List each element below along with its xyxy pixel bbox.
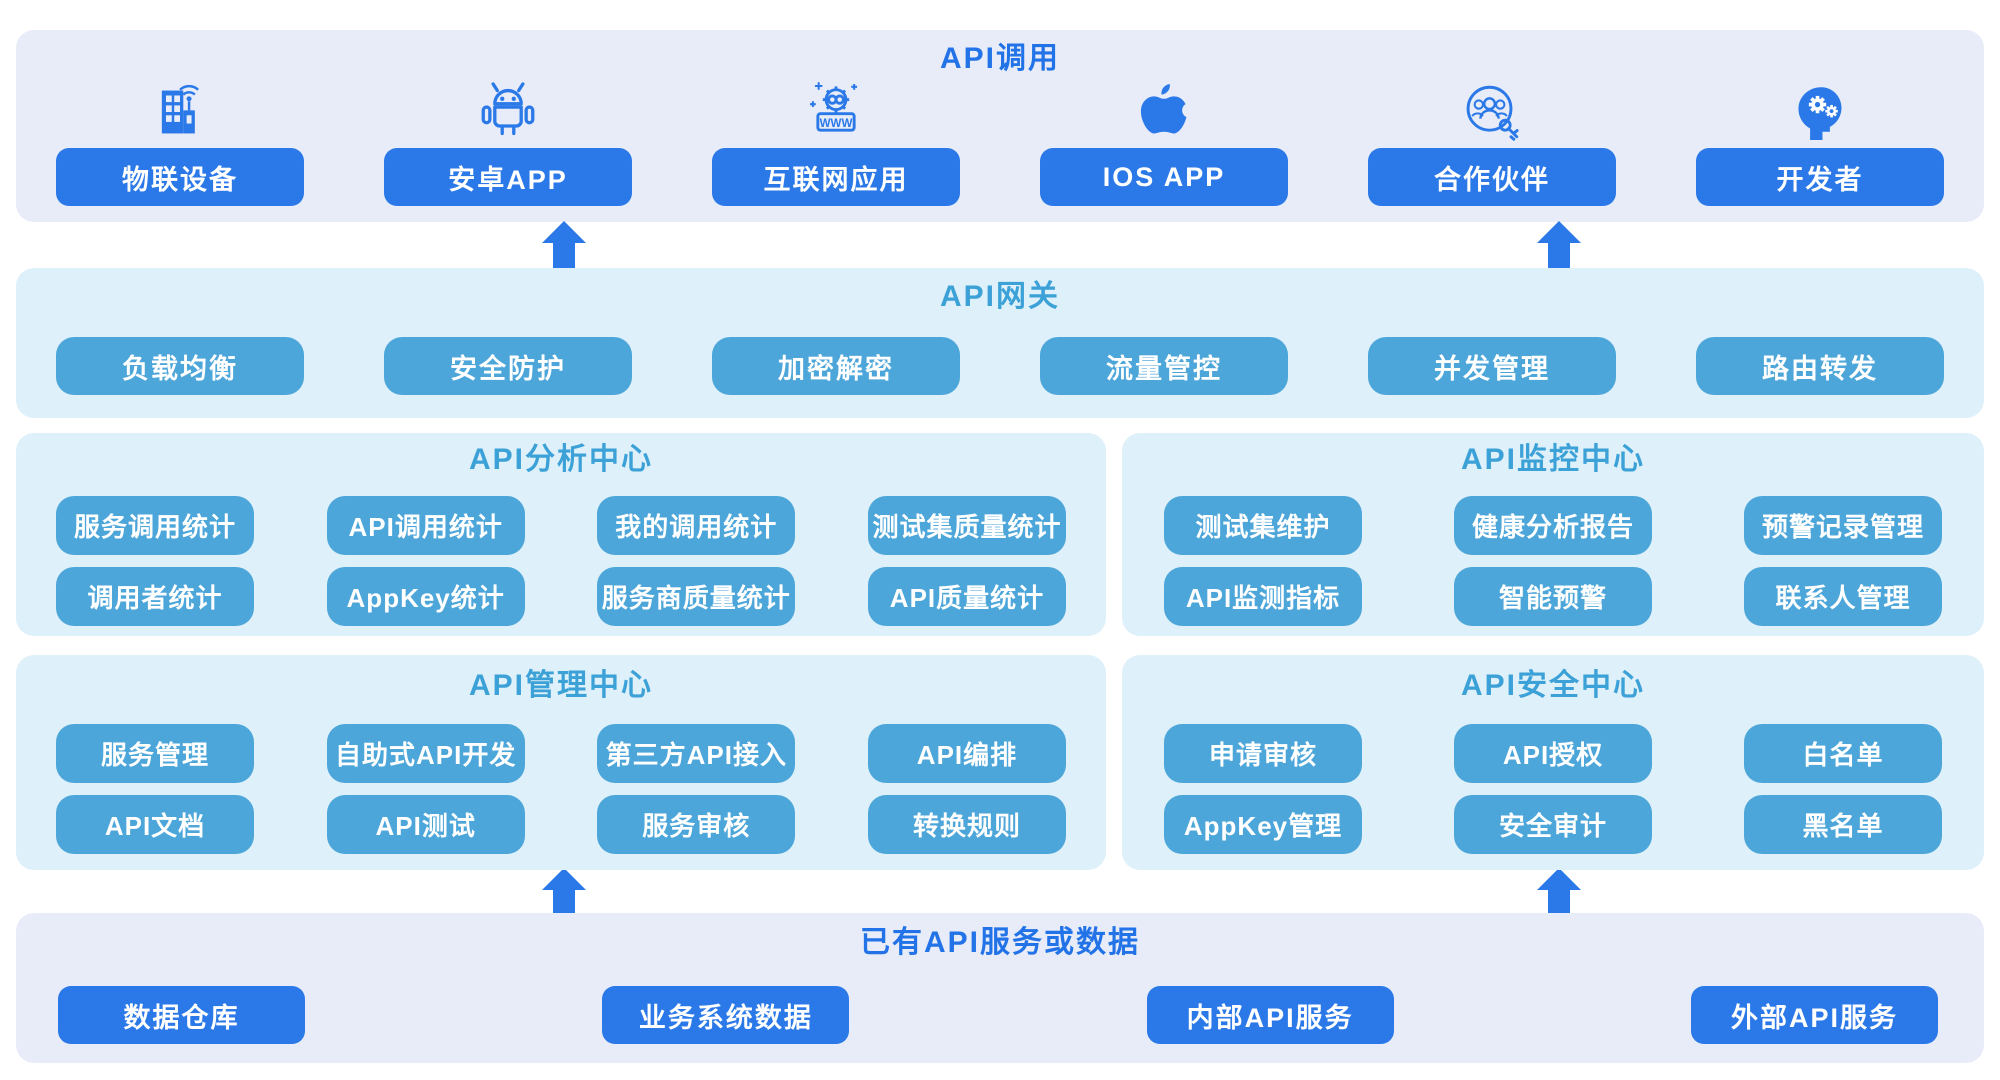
node-web-app: 互联网应用 [712,148,960,206]
section-api-management-title: API管理中心 [468,669,653,702]
security-row-2: AppKey管理 安全审计 黑名单 [1122,795,1984,854]
up-arrow [1537,221,1581,268]
analysis-row-2: 调用者统计 AppKey统计 服务商质量统计 API质量统计 [16,567,1106,626]
section-api-management-center: API管理中心 服务管理 自助式API开发 第三方API接入 API编排 API… [16,655,1106,870]
section-api-analysis-center: API分析中心 服务调用统计 API调用统计 我的调用统计 测试集质量统计 调用… [16,433,1106,636]
node-iot-devices: 物联设备 [56,148,304,206]
caller-column-android: 安卓APP [344,75,672,206]
node-api-docs: API文档 [56,795,254,854]
monitoring-row-1: 测试集维护 健康分析报告 预警记录管理 [1122,496,1984,555]
node-service-review: 服务审核 [597,795,796,854]
node-appkey-stats: AppKey统计 [326,567,525,626]
up-arrow [1537,868,1581,915]
node-route-forwarding: 路由转发 [1696,337,1944,395]
android-icon [475,77,541,145]
up-arrow-stem [553,243,575,268]
node-business-system-data: 业务系统数据 [602,986,850,1044]
web-app-icon: WWW [803,77,869,145]
node-internal-api-services: 内部API服务 [1146,986,1394,1044]
node-partners: 合作伙伴 [1368,148,1616,206]
section-api-security-title: API安全中心 [1460,669,1645,702]
node-data-warehouse: 数据仓库 [58,986,305,1044]
security-row-1: 申请审核 API授权 白名单 [1122,724,1984,783]
node-api-quality-stats: API质量统计 [867,567,1066,626]
up-arrow-head [1537,221,1581,243]
node-api-testing: API测试 [326,795,525,854]
node-transform-rules: 转换规则 [867,795,1066,854]
section-api-call-title: API调用 [939,42,1060,75]
node-android-app: 安卓APP [384,148,632,206]
apple-icon [1131,77,1197,145]
node-security-audit: 安全审计 [1454,795,1652,854]
node-api-monitor-metrics: API监测指标 [1164,567,1362,626]
node-service-management: 服务管理 [56,724,254,783]
section-api-security-center: API安全中心 申请审核 API授权 白名单 AppKey管理 安全审计 黑名单 [1122,655,1984,870]
section-api-monitoring-title: API监控中心 [1460,443,1645,476]
node-application-review: 申请审核 [1164,724,1362,783]
node-testset-quality-stats: 测试集质量统计 [867,496,1066,555]
up-arrow-head [1537,868,1581,890]
node-alert-record-management: 预警记录管理 [1744,496,1942,555]
section-api-analysis-title: API分析中心 [468,443,653,476]
node-my-call-stats: 我的调用统计 [597,496,796,555]
management-row-1: 服务管理 自助式API开发 第三方API接入 API编排 [16,724,1106,783]
node-appkey-management: AppKey管理 [1164,795,1362,854]
caller-column-partners: 合作伙伴 [1328,75,1656,206]
section-api-call: API调用 物联设 [16,30,1984,222]
up-arrow-stem [553,890,575,915]
analysis-row-1: 服务调用统计 API调用统计 我的调用统计 测试集质量统计 [16,496,1106,555]
caller-column-iot: 物联设备 [16,75,344,206]
node-developer: 开发者 [1696,148,1944,206]
node-external-api-services: 外部API服务 [1690,986,1938,1044]
section-api-gateway: API网关 负载均衡 安全防护 加密解密 流量管控 并发管理 路由转发 [16,268,1984,418]
up-arrow [542,221,586,268]
svg-text:WWW: WWW [820,118,853,130]
node-api-authorization: API授权 [1454,724,1652,783]
node-service-call-stats: 服务调用统计 [56,496,254,555]
node-ios-app: IOS APP [1040,148,1288,206]
up-arrow-stem [1548,890,1570,915]
node-self-service-api-dev: 自助式API开发 [326,724,525,783]
node-blacklist: 黑名单 [1744,795,1942,854]
node-whitelist: 白名单 [1744,724,1942,783]
caller-column-ios: IOS APP [1000,75,1328,206]
monitoring-row-2: API监测指标 智能预警 联系人管理 [1122,567,1984,626]
node-testset-maintenance: 测试集维护 [1164,496,1362,555]
existing-grid: 数据仓库 业务系统数据 内部API服务 外部API服务 [16,986,1984,1044]
section-api-gateway-title: API网关 [939,280,1060,313]
node-api-orchestration: API编排 [867,724,1066,783]
section-existing-api-services: 已有API服务或数据 数据仓库 业务系统数据 内部API服务 外部API服务 [16,913,1984,1063]
up-arrow-stem [1548,243,1570,268]
node-caller-stats: 调用者统计 [56,567,254,626]
up-arrow [542,868,586,915]
node-provider-quality-stats: 服务商质量统计 [597,567,796,626]
gateway-grid: 负载均衡 安全防护 加密解密 流量管控 并发管理 路由转发 [16,337,1984,395]
node-concurrency-management: 并发管理 [1368,337,1616,395]
up-arrow-head [542,868,586,890]
node-smart-alert: 智能预警 [1454,567,1652,626]
node-load-balancing: 负载均衡 [56,337,304,395]
node-encryption-decryption: 加密解密 [712,337,960,395]
caller-column-developer: 开发者 [1656,75,1984,206]
caller-grid: 物联设备 [16,75,1984,206]
node-health-analysis-report: 健康分析报告 [1454,496,1652,555]
partners-icon [1459,77,1525,145]
iot-device-icon [147,77,213,145]
developer-head-icon [1787,77,1853,145]
management-row-2: API文档 API测试 服务审核 转换规则 [16,795,1106,854]
node-contact-management: 联系人管理 [1744,567,1942,626]
section-api-monitoring-center: API监控中心 测试集维护 健康分析报告 预警记录管理 API监测指标 智能预警… [1122,433,1984,636]
caller-column-web: WWW 互联网应用 [672,75,1000,206]
section-existing-title: 已有API服务或数据 [859,926,1140,959]
node-api-call-stats: API调用统计 [326,496,525,555]
node-third-party-api-access: 第三方API接入 [597,724,796,783]
node-traffic-control: 流量管控 [1040,337,1288,395]
up-arrow-head [542,221,586,243]
node-security-protection: 安全防护 [384,337,632,395]
